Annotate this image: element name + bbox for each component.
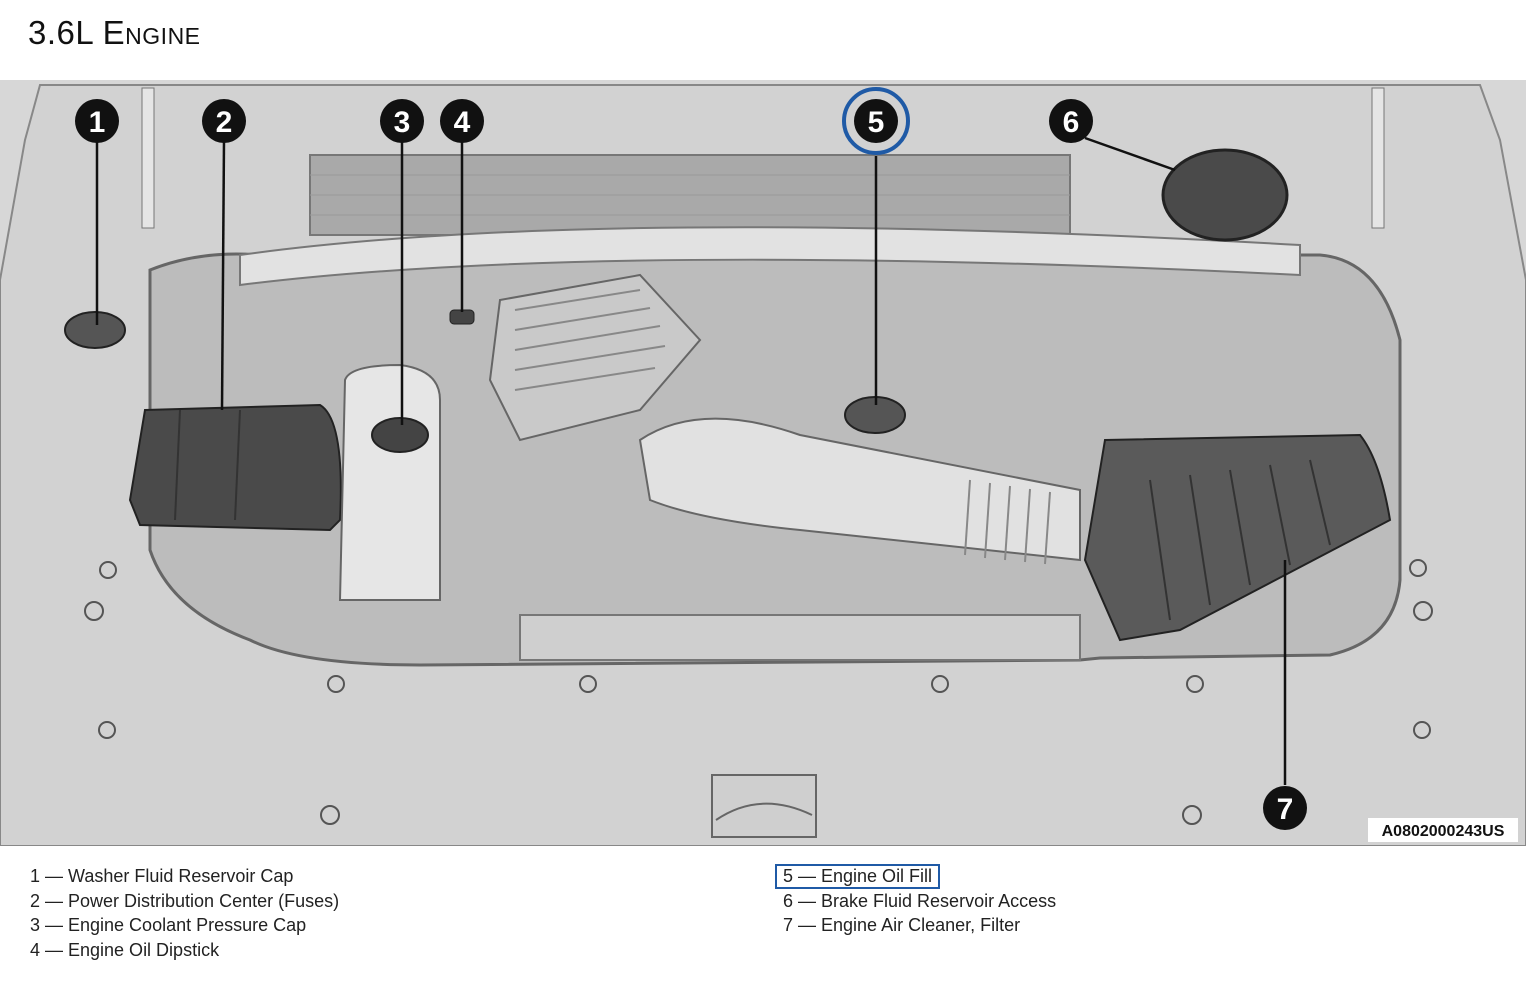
callout-3: 3: [380, 99, 424, 143]
hood-strut-left: [141, 87, 155, 229]
legend-item-5: 5 — Engine Oil Fill: [775, 864, 1056, 889]
page-title: 3.6L Engine: [28, 14, 201, 51]
hood-latch: [711, 774, 817, 838]
washer-fluid-cap: [64, 311, 126, 349]
legend-left-column: 1 — Washer Fluid Reservoir Cap 2 — Power…: [30, 864, 339, 962]
brake-fluid-reservoir: [1161, 148, 1289, 242]
radiator-crossbar: [239, 226, 1301, 287]
coolant-pressure-cap: [371, 417, 429, 453]
power-distribution-center: [128, 403, 342, 532]
radiator-cover: [519, 614, 1081, 661]
legend-right-column: 5 — Engine Oil Fill 6 — Brake Fluid Rese…: [775, 864, 1057, 938]
legend-item-4: 4 — Engine Oil Dipstick: [30, 939, 220, 960]
engine-bay-diagram: 1 2 3 4 5 6 7 A0802000243US: [0, 80, 1526, 846]
svg-text:6: 6: [1063, 106, 1080, 139]
svg-text:2: 2: [216, 106, 233, 139]
svg-text:7: 7: [1277, 793, 1294, 826]
svg-text:1: 1: [89, 106, 106, 139]
callout-4: 4: [440, 99, 484, 143]
leader-line-6: [1084, 136, 1176, 172]
callout-6: 6: [1049, 99, 1093, 143]
legend-item-2: 2 — Power Distribution Center (Fuses): [30, 890, 340, 911]
callout-1: 1: [75, 99, 119, 143]
leader-line-2: [220, 139, 226, 411]
legend-item-3: 3 — Engine Coolant Pressure Cap: [30, 915, 307, 935]
air-cleaner-box: [1083, 433, 1392, 642]
image-code: A0802000243US: [1382, 823, 1505, 840]
callout-7: 7: [1263, 786, 1307, 830]
oil-dipstick-handle: [449, 309, 475, 325]
legend-item-6: 6 — Brake Fluid Reservoir Access: [783, 890, 1057, 911]
callout-2: 2: [202, 99, 246, 143]
svg-text:3: 3: [394, 106, 411, 139]
legend-item-7: 7 — Engine Air Cleaner, Filter: [783, 915, 1021, 935]
legend-item-1: 1 — Washer Fluid Reservoir Cap: [30, 866, 294, 886]
svg-text:5: 5: [868, 106, 885, 139]
svg-text:4: 4: [454, 106, 471, 139]
legend-highlight-box: 5 — Engine Oil Fill: [775, 864, 941, 889]
callout-5: 5: [842, 87, 910, 155]
air-intake-tube: [638, 417, 1081, 562]
hood-strut-right: [1371, 87, 1385, 229]
coolant-reservoir: [338, 363, 441, 601]
